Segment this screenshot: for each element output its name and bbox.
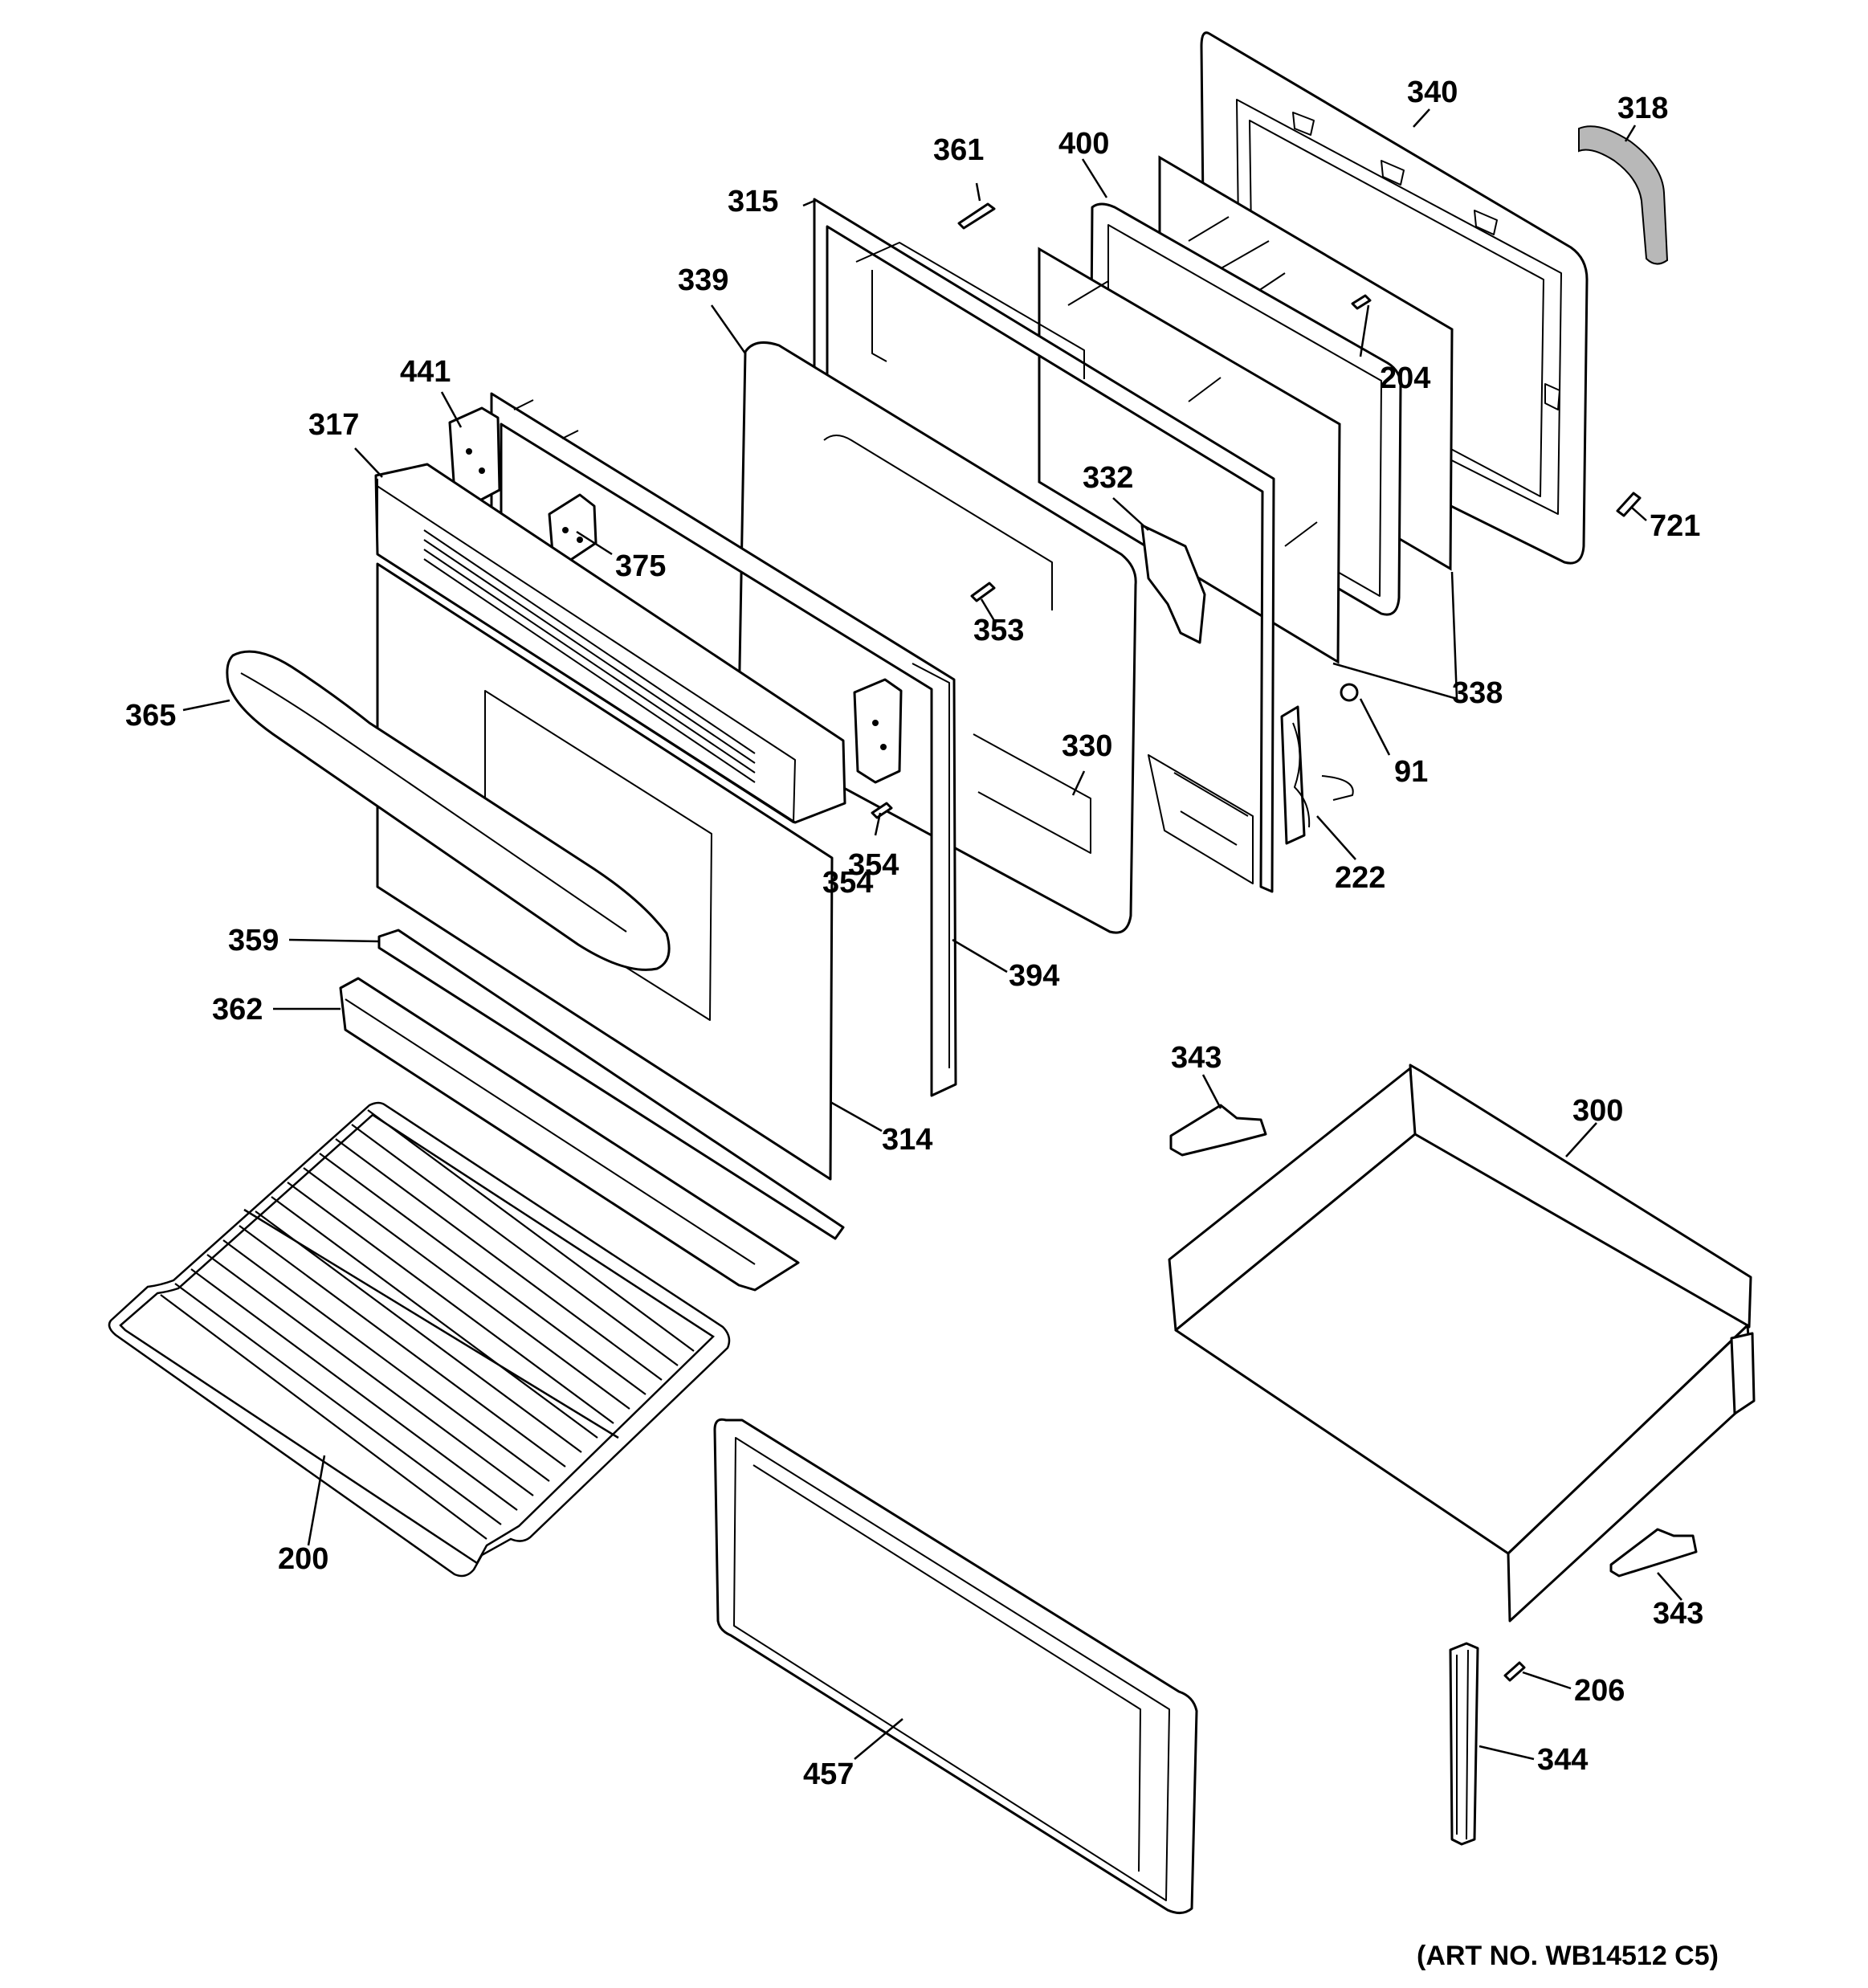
part-361-screw bbox=[957, 202, 996, 230]
callout-332: 332 bbox=[1083, 461, 1134, 495]
callout-457: 457 bbox=[803, 1757, 854, 1791]
callout-340: 340 bbox=[1407, 76, 1458, 109]
part-344-drawer-rail bbox=[1449, 1642, 1479, 1846]
part-91-screw bbox=[1340, 683, 1359, 702]
callout-354-b: 354 bbox=[822, 866, 874, 900]
part-200-oven-rack bbox=[108, 1101, 731, 1578]
part-317-vent-trim bbox=[374, 463, 846, 824]
callout-206: 206 bbox=[1574, 1674, 1625, 1708]
part-343-drawer-slide-left bbox=[1169, 1104, 1267, 1157]
callout-204: 204 bbox=[1380, 361, 1431, 395]
callout-222: 222 bbox=[1335, 861, 1386, 895]
part-457-drawer-front bbox=[713, 1418, 1198, 1914]
art-number: (ART NO. WB14512 C5) bbox=[1417, 1941, 1719, 1971]
part-362-door-trim bbox=[339, 977, 800, 1292]
callout-721: 721 bbox=[1650, 509, 1701, 543]
callout-362: 362 bbox=[212, 993, 263, 1027]
leader-lines bbox=[182, 108, 1682, 1761]
part-332-door-bracket bbox=[1140, 524, 1206, 644]
part-354-screw bbox=[871, 802, 893, 819]
callout-338: 338 bbox=[1452, 676, 1503, 710]
callout-361: 361 bbox=[933, 133, 985, 167]
callout-91: 91 bbox=[1394, 755, 1429, 789]
part-365-door-handle bbox=[226, 650, 671, 971]
callout-339: 339 bbox=[678, 263, 729, 297]
part-721-screw bbox=[1616, 492, 1642, 517]
callout-353: 353 bbox=[973, 614, 1025, 647]
callout-344: 344 bbox=[1537, 1743, 1589, 1777]
part-343-drawer-slide-right bbox=[1609, 1528, 1698, 1578]
callout-400: 400 bbox=[1058, 127, 1110, 161]
callout-330: 330 bbox=[1062, 729, 1113, 763]
part-394-side-bracket bbox=[853, 678, 903, 784]
callout-375: 375 bbox=[615, 549, 667, 583]
callout-441: 441 bbox=[400, 355, 451, 389]
callout-200: 200 bbox=[278, 1542, 329, 1576]
part-359-bottom-door-rail bbox=[377, 929, 845, 1240]
callout-343-a: 343 bbox=[1171, 1041, 1222, 1075]
callout-354-a: 354 bbox=[848, 848, 899, 882]
callout-318: 318 bbox=[1617, 92, 1669, 125]
part-353-screw bbox=[970, 582, 996, 602]
part-206-screw bbox=[1503, 1661, 1526, 1682]
callout-315: 315 bbox=[728, 185, 779, 218]
part-222-door-hinge bbox=[1280, 705, 1354, 845]
callout-300: 300 bbox=[1572, 1094, 1624, 1128]
callout-314: 314 bbox=[882, 1123, 933, 1157]
callout-317: 317 bbox=[308, 408, 360, 442]
part-300-storage-drawer-body bbox=[1168, 1063, 1756, 1623]
callout-343-b: 343 bbox=[1653, 1597, 1704, 1631]
callout-365: 365 bbox=[125, 699, 177, 733]
part-318-door-gasket bbox=[1578, 125, 1669, 265]
callout-359: 359 bbox=[228, 924, 279, 957]
part-204-screw bbox=[1351, 294, 1372, 310]
callout-394: 394 bbox=[1009, 959, 1060, 993]
